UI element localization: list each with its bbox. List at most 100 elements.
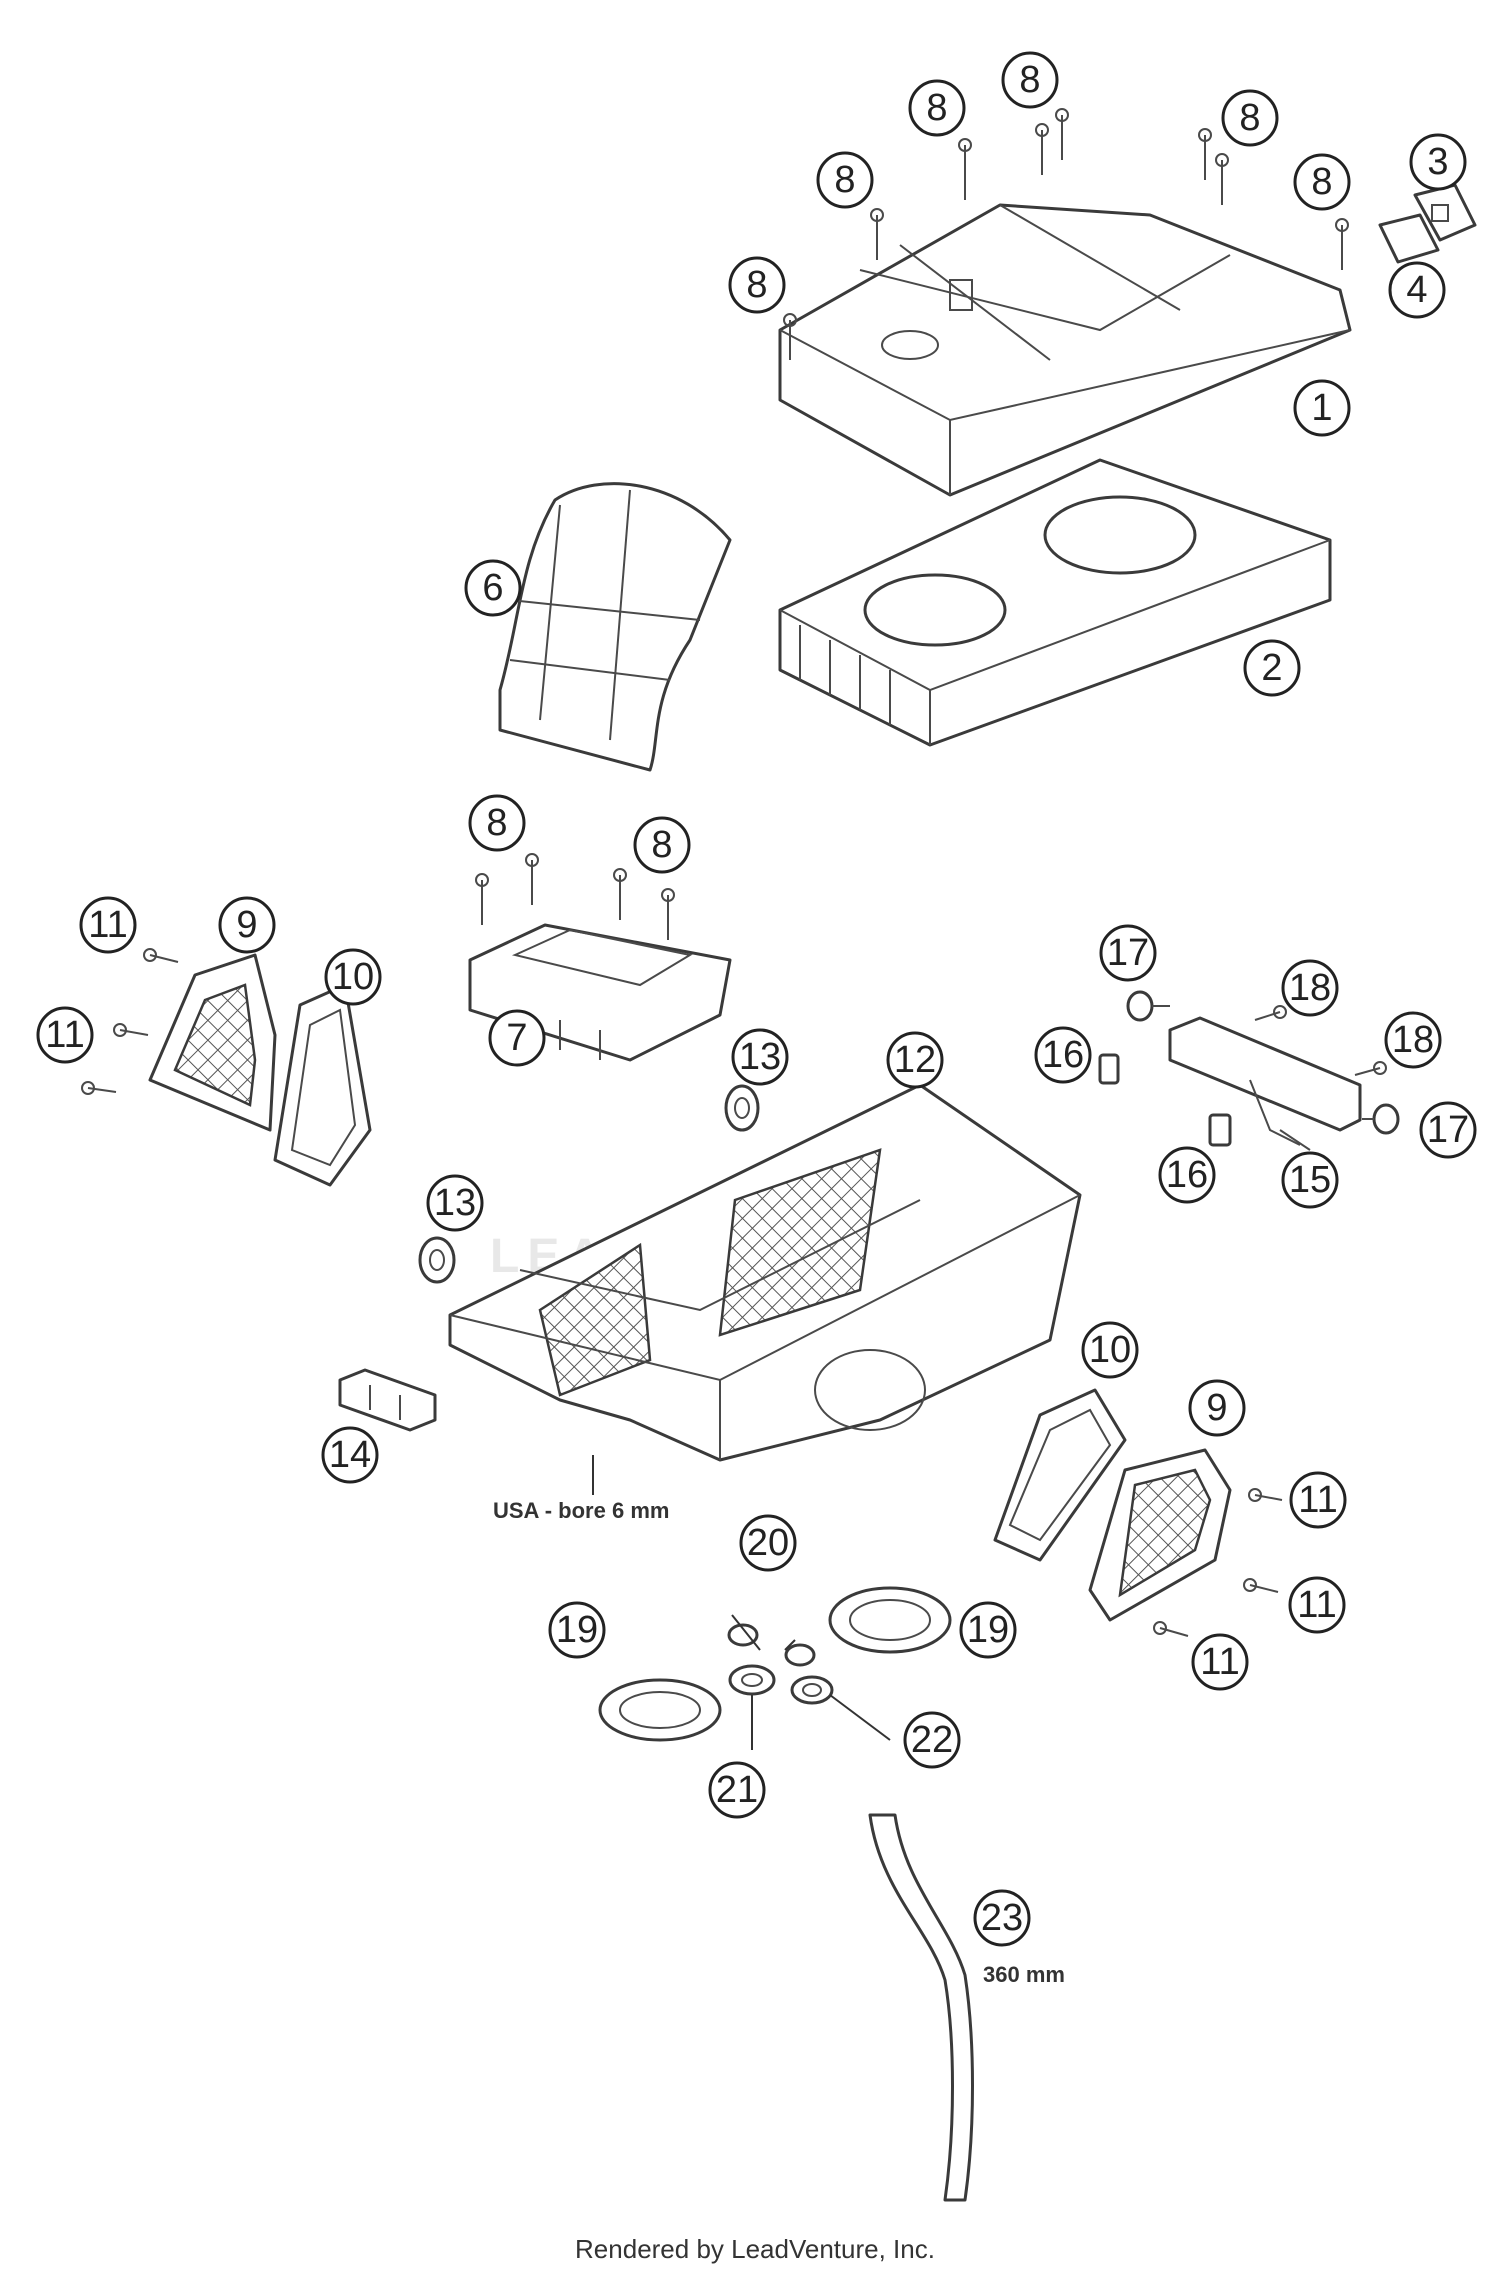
part-12-airbox-housing bbox=[448, 1083, 1082, 1462]
svg-text:8: 8 bbox=[651, 824, 672, 866]
svg-text:8: 8 bbox=[1019, 59, 1040, 101]
callout-14: 14 bbox=[321, 1426, 379, 1484]
callout-13: 13 bbox=[731, 1028, 789, 1086]
svg-text:11: 11 bbox=[1200, 1641, 1239, 1683]
callout-19: 19 bbox=[959, 1601, 1017, 1659]
svg-text:3: 3 bbox=[1427, 141, 1448, 183]
callout-11: 11 bbox=[1289, 1471, 1347, 1529]
callout-20: 20 bbox=[739, 1514, 797, 1572]
svg-text:13: 13 bbox=[739, 1036, 781, 1078]
part-17-bumper-lower bbox=[1362, 1103, 1400, 1135]
callout-4: 4 bbox=[1388, 261, 1446, 319]
svg-text:23: 23 bbox=[981, 1897, 1023, 1939]
callout-19: 19 bbox=[548, 1601, 606, 1659]
svg-text:9: 9 bbox=[1206, 1387, 1227, 1429]
svg-text:8: 8 bbox=[486, 802, 507, 844]
part-16-clip-upper bbox=[1098, 1053, 1120, 1085]
callout-12: 12 bbox=[886, 1031, 944, 1089]
part-9-side-plate-left bbox=[148, 953, 277, 1132]
svg-text:7: 7 bbox=[506, 1017, 527, 1059]
part-1-airbox-cover bbox=[778, 203, 1352, 497]
callout-8: 8 bbox=[816, 151, 874, 209]
svg-text:11: 11 bbox=[45, 1014, 84, 1056]
svg-text:6: 6 bbox=[482, 567, 503, 609]
callout-22: 22 bbox=[903, 1711, 961, 1769]
svg-text:8: 8 bbox=[834, 159, 855, 201]
callout-23: 23 bbox=[973, 1889, 1031, 1947]
screws bbox=[81, 108, 1387, 1637]
callout-9: 9 bbox=[1188, 1379, 1246, 1437]
svg-text:8: 8 bbox=[1239, 97, 1260, 139]
part-13-grommet-upper bbox=[724, 1084, 760, 1132]
svg-text:2: 2 bbox=[1261, 647, 1282, 689]
svg-text:8: 8 bbox=[746, 264, 767, 306]
callout-18: 18 bbox=[1384, 1011, 1442, 1069]
bore-note: USA - bore 6 mm bbox=[493, 1498, 669, 1523]
callout-18: 18 bbox=[1281, 959, 1339, 1017]
svg-text:10: 10 bbox=[332, 956, 374, 998]
svg-text:9: 9 bbox=[236, 904, 257, 946]
part-10-gasket-left bbox=[273, 983, 372, 1187]
callout-15: 15 bbox=[1281, 1151, 1339, 1209]
part-20-grommets bbox=[727, 1623, 816, 1667]
svg-text:14: 14 bbox=[329, 1434, 371, 1476]
callout-10: 10 bbox=[1081, 1321, 1139, 1379]
part-4-gasket bbox=[1378, 213, 1440, 264]
part-17-bumper-upper bbox=[1126, 990, 1170, 1022]
part-2-air-filter bbox=[778, 458, 1332, 747]
callout-8: 8 bbox=[633, 816, 691, 874]
svg-text:17: 17 bbox=[1107, 932, 1149, 974]
part-23-drain-hose bbox=[868, 1813, 974, 2202]
callout-6: 6 bbox=[464, 559, 522, 617]
svg-text:12: 12 bbox=[894, 1039, 936, 1081]
callout-11: 11 bbox=[79, 896, 137, 954]
callout-17: 17 bbox=[1099, 924, 1157, 982]
leader-lines bbox=[592, 1455, 891, 1750]
svg-text:18: 18 bbox=[1392, 1019, 1434, 1061]
part-22-grommet bbox=[790, 1675, 834, 1705]
callout-8: 8 bbox=[728, 256, 786, 314]
svg-text:15: 15 bbox=[1289, 1159, 1331, 1201]
part-10-gasket-right bbox=[993, 1388, 1127, 1562]
svg-text:17: 17 bbox=[1427, 1109, 1469, 1151]
svg-text:22: 22 bbox=[911, 1719, 953, 1761]
callout-8: 8 bbox=[1001, 51, 1059, 109]
svg-text:18: 18 bbox=[1289, 967, 1331, 1009]
part-6-intake-boot bbox=[498, 482, 732, 772]
callout-8: 8 bbox=[1221, 89, 1279, 147]
part-21-grommet bbox=[728, 1664, 776, 1696]
callout-1: 1 bbox=[1293, 379, 1351, 437]
callout-21: 21 bbox=[708, 1761, 766, 1819]
svg-text:16: 16 bbox=[1166, 1154, 1208, 1196]
svg-text:21: 21 bbox=[716, 1769, 758, 1811]
svg-text:11: 11 bbox=[1297, 1584, 1336, 1626]
callout-8: 8 bbox=[468, 794, 526, 852]
part-19-seal-left bbox=[598, 1678, 722, 1742]
part-16-clip-lower bbox=[1208, 1113, 1232, 1147]
part-15-bracket bbox=[1168, 1016, 1362, 1151]
callout-3: 3 bbox=[1409, 133, 1467, 191]
svg-text:8: 8 bbox=[1311, 161, 1332, 203]
part-14-clip bbox=[338, 1368, 437, 1432]
callout-11: 11 bbox=[1191, 1633, 1249, 1691]
callout-17: 17 bbox=[1419, 1101, 1477, 1159]
part-19-seal-right bbox=[828, 1586, 952, 1654]
render-credit: Rendered by LeadVenture, Inc. bbox=[575, 2234, 935, 2264]
svg-text:16: 16 bbox=[1042, 1034, 1084, 1076]
svg-text:13: 13 bbox=[434, 1182, 476, 1224]
callout-8: 8 bbox=[1293, 153, 1351, 211]
svg-text:19: 19 bbox=[556, 1609, 598, 1651]
svg-text:11: 11 bbox=[88, 904, 127, 946]
callout-2: 2 bbox=[1243, 639, 1301, 697]
callout-11: 11 bbox=[1288, 1576, 1346, 1634]
callout-11: 11 bbox=[36, 1006, 94, 1064]
callout-16: 16 bbox=[1034, 1026, 1092, 1084]
callout-16: 16 bbox=[1158, 1146, 1216, 1204]
svg-text:4: 4 bbox=[1406, 269, 1427, 311]
callout-10: 10 bbox=[324, 948, 382, 1006]
callout-9: 9 bbox=[218, 896, 276, 954]
callout-8: 8 bbox=[908, 79, 966, 137]
hose-length-note: 360 mm bbox=[983, 1962, 1065, 1987]
svg-text:19: 19 bbox=[967, 1609, 1009, 1651]
